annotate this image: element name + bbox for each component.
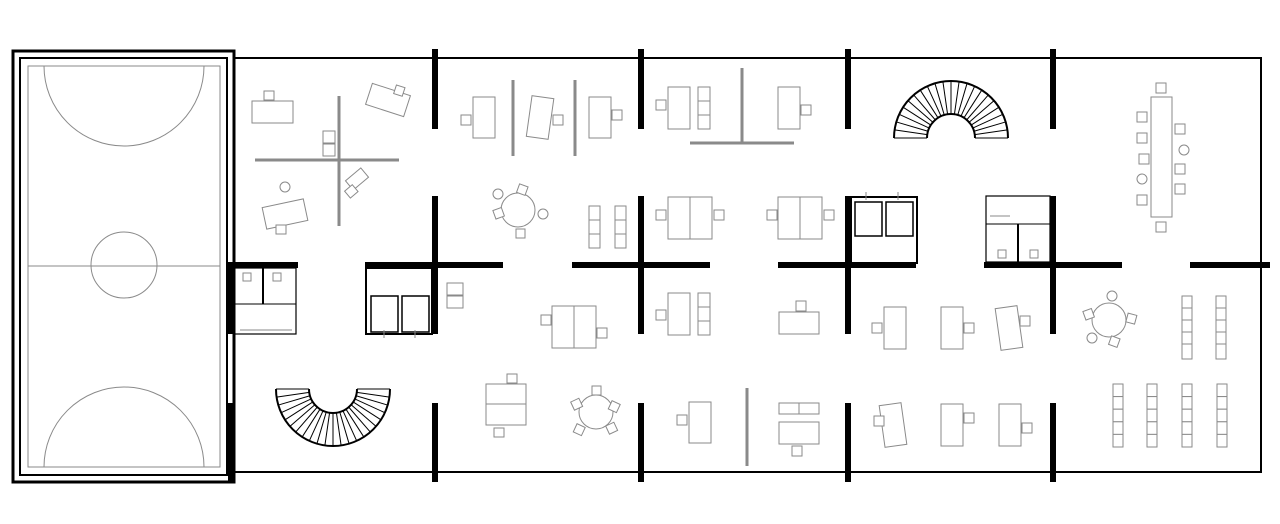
court-bottom-arc — [43, 386, 205, 468]
stair-tread — [308, 410, 324, 442]
stair-tread — [278, 395, 311, 406]
stair-tread — [957, 83, 968, 116]
spiral-stair-bottom — [275, 388, 391, 447]
shelf-unit — [1181, 421, 1193, 435]
restroom-3 — [850, 192, 918, 264]
restroom-4 — [985, 195, 1051, 263]
right-stub-wall — [1190, 262, 1270, 268]
shelf-unit — [1112, 408, 1124, 423]
stair-tread — [316, 411, 327, 444]
bottom-piers — [228, 403, 1056, 482]
shelf-unit — [1216, 421, 1228, 435]
stair-tread — [963, 89, 983, 119]
shelf-unit — [1146, 383, 1158, 398]
stair-tread — [348, 406, 371, 433]
shelf-unit — [1216, 408, 1228, 423]
restroom-left — [233, 267, 297, 335]
shelf-unit — [1216, 383, 1228, 398]
stair-tread — [898, 113, 930, 129]
shelves-lower — [1112, 383, 1228, 448]
stair-tread — [295, 406, 318, 433]
pier — [638, 49, 644, 129]
shelf-unit — [1112, 433, 1124, 448]
stair-tread — [974, 129, 1008, 136]
stair-tread — [354, 398, 386, 414]
shelf-unit — [1146, 396, 1158, 410]
shelf-unit — [1181, 433, 1193, 448]
stair-tread — [284, 401, 314, 421]
stair-tread — [280, 398, 312, 414]
stair-tread — [276, 391, 310, 398]
stair-tread — [301, 408, 321, 438]
sports-court — [11, 49, 236, 484]
stair-inner-rail — [926, 113, 976, 139]
stair-tread — [342, 410, 358, 442]
stair-tread — [356, 391, 390, 398]
stair-tread — [324, 412, 331, 446]
pier — [1050, 403, 1056, 482]
stair-tread — [339, 411, 350, 444]
stair-tread — [907, 100, 934, 123]
stair-tread — [926, 85, 942, 117]
cross-wall-1-v — [432, 196, 438, 334]
stair-tread — [960, 85, 976, 117]
stair-tread — [352, 401, 382, 421]
shelf-unit — [1112, 383, 1124, 398]
stair-tread — [896, 121, 929, 132]
shelf-unit — [1181, 408, 1193, 423]
stair-tread — [345, 408, 365, 438]
spiral-stair-top — [893, 80, 1009, 139]
shelf-unit — [1112, 421, 1124, 435]
stair-tread — [913, 94, 936, 121]
shelf-unit — [1146, 421, 1158, 435]
stair-tread — [966, 94, 989, 121]
stair-tread — [355, 395, 388, 406]
stair-tread — [919, 89, 939, 119]
partitions — [255, 68, 794, 466]
pier — [845, 403, 851, 482]
shelf-unit — [1112, 396, 1124, 410]
cross-walls — [228, 196, 1270, 334]
stair-tread — [968, 100, 995, 123]
court-center-circle — [90, 231, 158, 299]
court-inner-wall — [19, 57, 228, 476]
stair-tread — [934, 83, 945, 116]
cross-wall-4-v — [1050, 196, 1056, 334]
stair-tread — [970, 106, 1000, 126]
pier — [228, 403, 234, 482]
stair-inner-rail — [308, 388, 358, 414]
pier — [432, 49, 438, 129]
stair-tread — [953, 81, 960, 115]
cross-wall-2-v — [638, 196, 644, 334]
stair-tread — [972, 113, 1004, 129]
restroom-2 — [365, 267, 433, 338]
stair-tread — [973, 121, 1006, 132]
stair-tread — [350, 404, 377, 427]
pier — [638, 403, 644, 482]
left-stub-wall — [228, 262, 298, 268]
shelf-unit — [1216, 396, 1228, 410]
stair-tread — [289, 404, 316, 427]
shelf-unit — [1146, 433, 1158, 448]
stair-tread — [335, 412, 342, 446]
furniture — [251, 82, 1228, 457]
stair-tread — [942, 81, 949, 115]
top-piers — [432, 49, 1056, 129]
shelf-unit — [1181, 383, 1193, 398]
shelves-upper — [1181, 295, 1227, 360]
pier — [432, 403, 438, 482]
shelf-unit — [1181, 396, 1193, 410]
court-top-arc — [43, 65, 205, 147]
cross-wall-3-v — [845, 196, 851, 334]
shelf-unit — [1216, 433, 1228, 448]
pier — [1050, 49, 1056, 129]
pier — [845, 49, 851, 129]
stair-tread — [894, 129, 928, 136]
left-stub-wall-v — [228, 262, 234, 334]
shelf-unit — [1146, 408, 1158, 423]
stair-tread — [902, 106, 932, 126]
